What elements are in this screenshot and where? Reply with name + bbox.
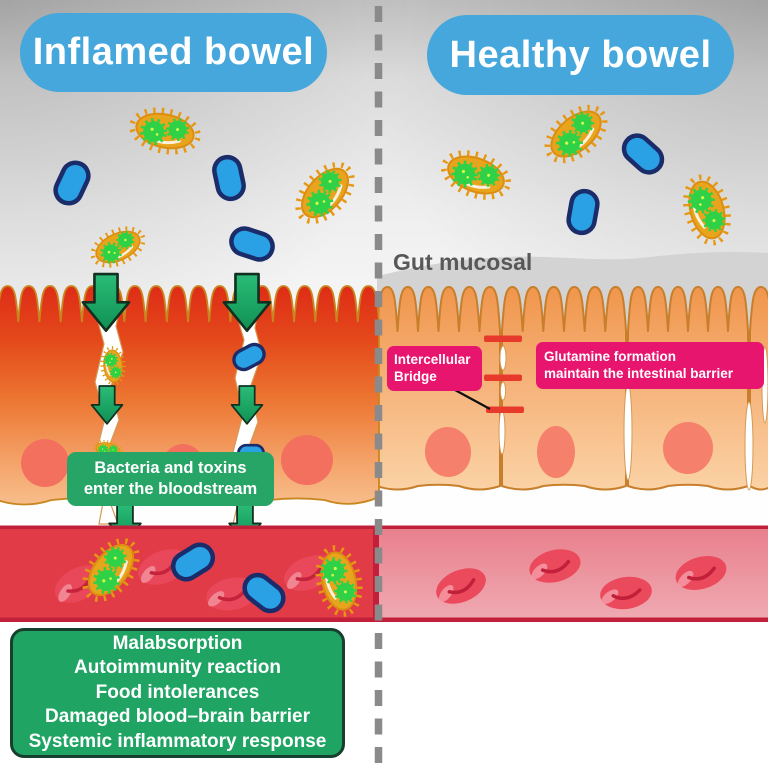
label-line: Glutamine formation	[544, 349, 677, 364]
consequence-item: Autoimmunity reaction	[74, 657, 281, 679]
tight-junction-bars	[484, 335, 524, 413]
title-inflamed-bowel: Inflamed bowel	[20, 13, 327, 92]
label-line: enter the bloodstream	[83, 480, 258, 498]
consequences-box: Malabsorption Autoimmunity reaction Food…	[10, 628, 345, 758]
bloodstream-label: Bacteria and toxins enter the bloodstrea…	[67, 452, 274, 506]
bacterium-icon	[288, 155, 363, 232]
glutamine-label: Glutamine formation maintain the intesti…	[536, 342, 764, 389]
toxin-icon	[212, 155, 246, 201]
label-line: Bridge	[394, 369, 437, 385]
toxin-icon	[51, 158, 92, 207]
intercellular-slits	[498, 345, 768, 491]
consequence-item: Systemic inflammatory response	[28, 730, 327, 752]
consequence-item: Damaged blood–brain barrier	[44, 706, 310, 728]
gut-mucosal-label: Gut mucosal	[393, 249, 533, 275]
label-line: maintain the intestinal barrier	[544, 366, 734, 382]
bacterium-icon	[438, 145, 515, 206]
toxin-icon	[619, 130, 668, 177]
label-line: Bacteria and toxins	[94, 458, 247, 477]
intercellular-bridge-label: Intercellular Bridge	[387, 346, 482, 391]
title-text: Inflamed bowel	[32, 31, 315, 73]
cell-nuclei-right	[424, 422, 714, 478]
bacterium-icon	[679, 172, 735, 247]
bacterium-icon	[128, 104, 202, 157]
label-line: Intercellular	[394, 352, 471, 367]
bacterium-icon	[537, 97, 614, 171]
consequence-item: Food intolerances	[95, 681, 260, 703]
bacterium-icon	[87, 221, 149, 273]
bridge-pointer-line	[454, 389, 491, 410]
consequence-item: Malabsorption	[112, 632, 243, 654]
title-healthy-bowel: Healthy bowel	[427, 15, 734, 95]
title-text: Healthy bowel	[449, 33, 712, 76]
toxin-icon	[567, 189, 600, 235]
vessel-divider-edge	[373, 525, 379, 622]
toxin-icon	[228, 225, 276, 263]
